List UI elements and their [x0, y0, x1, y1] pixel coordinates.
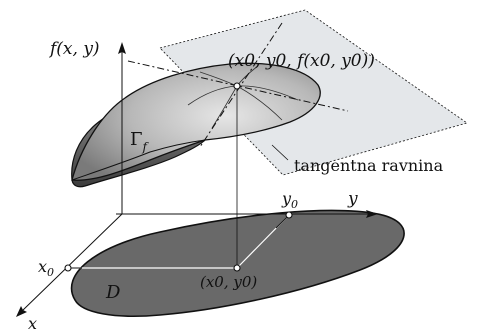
y0-subscript: 0: [291, 198, 298, 211]
gamma-label: Γf: [130, 129, 150, 154]
x0-subscript: 0: [47, 266, 54, 279]
tangent-line-2: [199, 22, 283, 148]
y-axis-arrow: [366, 210, 378, 218]
x0-letter: x: [38, 257, 47, 276]
gamma-subscript: f: [142, 140, 150, 154]
surface-top: [71, 62, 321, 181]
point-xy-label: (x0, y0): [200, 273, 257, 291]
x-axis-arrow: [16, 306, 27, 317]
point-y0: [285, 211, 293, 219]
tangent-plane-leader: [271, 144, 289, 161]
y0-label: y0: [281, 189, 298, 211]
tangent-plane-label: tangentna ravnina: [294, 156, 444, 175]
f-axis-arrow: [118, 42, 126, 54]
y0-letter: y: [281, 189, 292, 208]
domain-label: D: [105, 282, 121, 303]
y-axis-label: y: [347, 189, 358, 209]
point-on-surface: [233, 82, 241, 90]
x0-label: x0: [38, 257, 54, 279]
point-x0: [64, 264, 72, 272]
x-axis: [21, 213, 123, 312]
surface-rim: [71, 139, 206, 181]
point-surface-label: (x0, y0, f(x0, y0)): [228, 51, 375, 71]
domain-region: [70, 209, 405, 318]
x-axis-label: x: [28, 314, 37, 331]
f-axis-label: f(x, y): [48, 39, 100, 59]
point-x0y0: [233, 264, 241, 272]
gamma-symbol: Γ: [130, 129, 143, 150]
